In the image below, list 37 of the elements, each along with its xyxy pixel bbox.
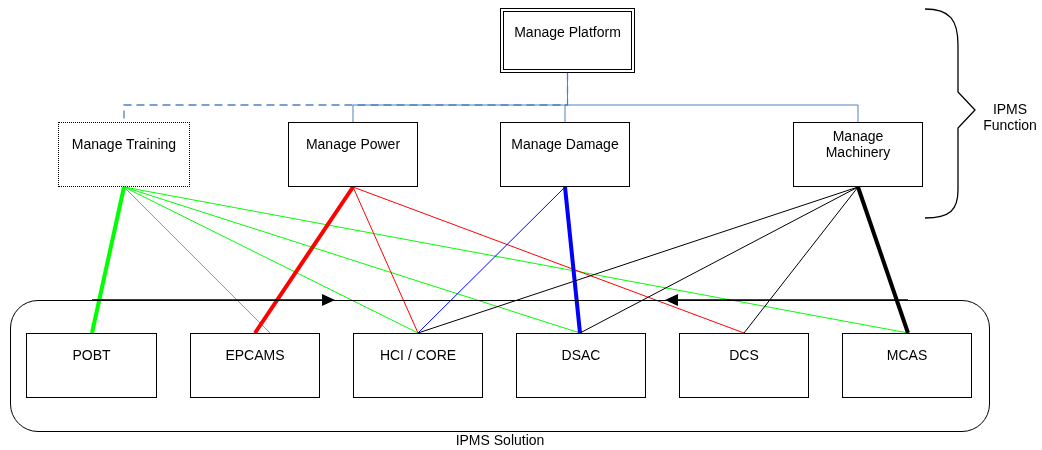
node-label: POBT — [71, 346, 112, 363]
node-label: DSAC — [560, 346, 602, 363]
brace-label: IPMS Function — [982, 101, 1038, 133]
process-box — [793, 122, 923, 187]
connector-line — [563, 186, 582, 334]
node-label: Manage Damage — [510, 135, 620, 152]
connector-line — [856, 186, 910, 334]
connector-line — [123, 186, 909, 334]
connector-line — [417, 186, 566, 334]
node-label: Manage Platform — [513, 23, 622, 40]
node-label: Manage Power — [304, 135, 402, 152]
connector-line — [123, 186, 271, 334]
process-box — [190, 333, 320, 398]
process-box — [500, 8, 635, 73]
node-label: DCS — [728, 346, 760, 363]
process-box — [58, 122, 190, 187]
connector-line — [417, 186, 859, 334]
node-label: MCAS — [885, 346, 929, 363]
connector-line — [743, 186, 859, 334]
process-box — [353, 333, 483, 398]
connector-line — [352, 186, 419, 334]
process-box — [500, 122, 630, 187]
node-label: EPCAMS — [224, 346, 286, 363]
process-box — [679, 333, 809, 398]
process-box — [516, 333, 646, 398]
connector-line — [352, 186, 745, 334]
node-label: Manage Machinery — [824, 127, 892, 160]
node-label: IPMS Solution — [454, 432, 546, 448]
process-box — [26, 333, 157, 398]
connector-line — [579, 186, 859, 334]
connector-line — [123, 186, 419, 334]
connector-line — [253, 185, 355, 335]
process-box — [288, 122, 418, 187]
node-label: HCI / CORE — [378, 346, 458, 363]
process-box — [842, 333, 972, 398]
node-label: Manage Training — [70, 135, 178, 152]
connector-line — [90, 186, 126, 334]
